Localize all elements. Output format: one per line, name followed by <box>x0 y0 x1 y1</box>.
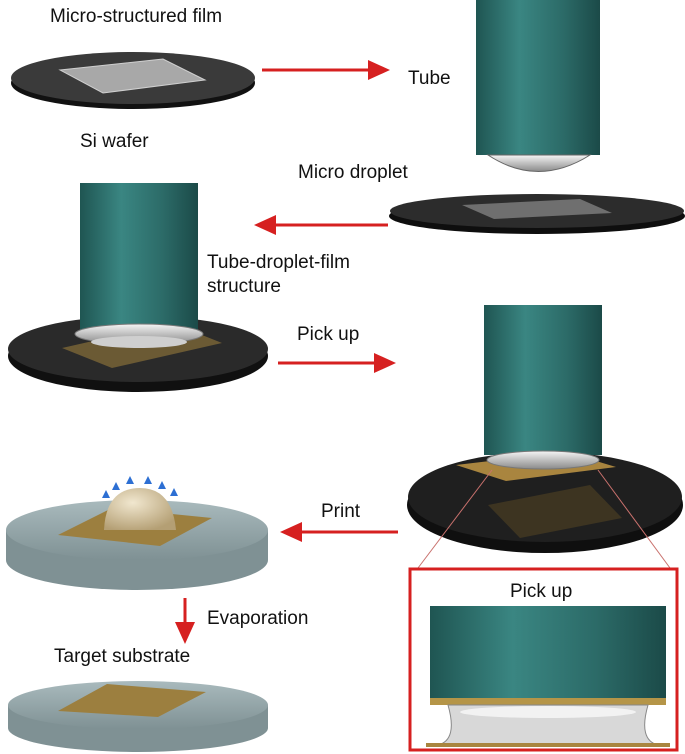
label-target-substrate: Target substrate <box>54 646 190 667</box>
tube <box>80 183 198 331</box>
label-tube-droplet-film-1: Tube-droplet-film <box>207 252 350 273</box>
arrow-left-print <box>280 522 398 542</box>
inset-tube <box>430 606 666 698</box>
label-micro-structured-film: Micro-structured film <box>50 6 222 27</box>
arrow-right-pick-up <box>278 353 396 373</box>
zoom-lines <box>417 469 671 569</box>
film-right <box>462 199 612 219</box>
label-inset-pick-up: Pick up <box>510 581 572 602</box>
substrate-with-droplet <box>6 476 268 590</box>
tube-with-droplet <box>476 0 600 172</box>
inset-pick-up <box>408 567 679 752</box>
target-substrate <box>8 681 268 752</box>
tube-picking-up-film <box>407 305 683 553</box>
label-tube-droplet-film-2: structure <box>207 276 281 297</box>
label-pick-up: Pick up <box>297 324 359 345</box>
label-print: Print <box>321 501 361 522</box>
micro-structured-film <box>58 58 207 94</box>
arrow-down-evaporation <box>175 598 195 644</box>
arrow-right-1 <box>262 60 390 80</box>
label-tube: Tube <box>408 68 451 89</box>
label-micro-droplet: Micro droplet <box>298 162 409 183</box>
tube <box>484 305 602 455</box>
evaporation-arrows <box>102 476 178 498</box>
arrow-left-1 <box>254 215 388 235</box>
micro-droplet <box>486 154 592 172</box>
si-wafer-right <box>389 194 685 234</box>
label-si-wafer: Si wafer <box>80 131 149 152</box>
transferred-film <box>58 684 206 717</box>
si-wafer-with-film <box>11 52 255 109</box>
label-evaporation: Evaporation <box>207 608 308 629</box>
tube-droplet-film-structure <box>8 183 268 392</box>
tube <box>476 0 600 155</box>
printed-droplet <box>104 488 176 530</box>
